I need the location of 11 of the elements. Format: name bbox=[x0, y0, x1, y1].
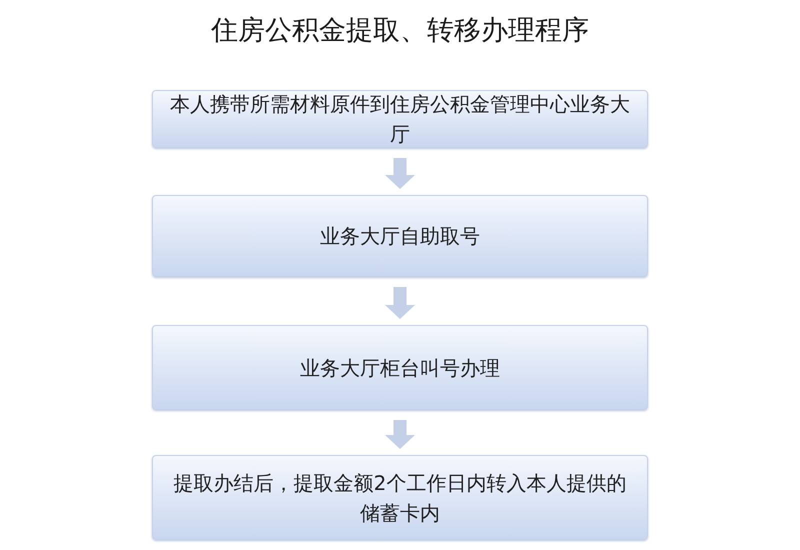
process-box bbox=[152, 325, 648, 410]
arrow bbox=[385, 287, 415, 319]
process-box bbox=[152, 195, 648, 277]
arrow bbox=[385, 420, 415, 449]
step-text: 业务大厅自助取号 bbox=[319, 223, 481, 250]
step-text: 业务大厅柜台叫号办理 bbox=[299, 354, 501, 382]
arrow bbox=[385, 158, 415, 189]
process-box bbox=[152, 455, 648, 540]
step-text: 本人携带所需材料原件到住房公积金管理中心业务大厅 bbox=[169, 91, 631, 148]
title: 住房公积金提取、转移办理程序 bbox=[210, 14, 590, 48]
step-text: 提取办结后，提取金额2个工作日内转入本人提供的储蓄卡内 bbox=[172, 470, 628, 526]
